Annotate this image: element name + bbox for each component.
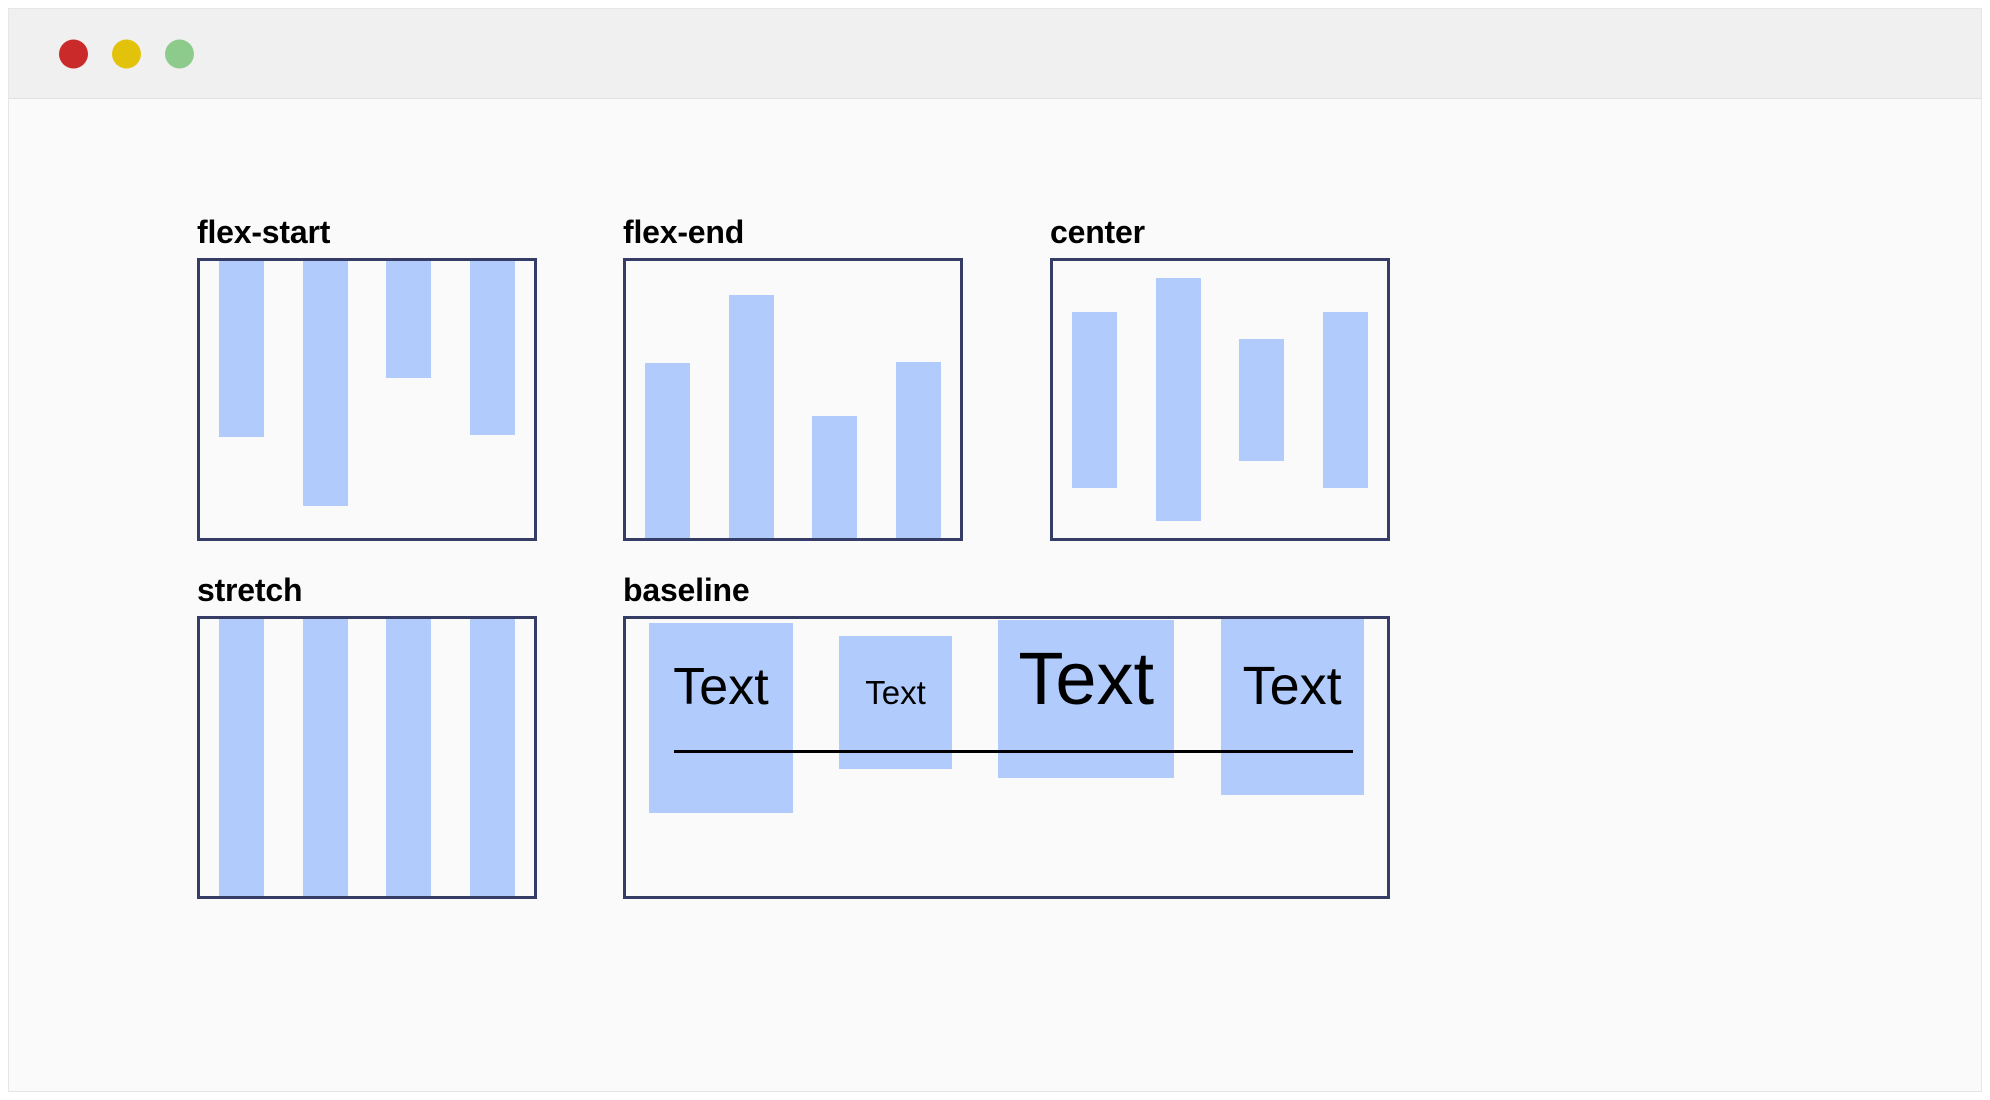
section-label-baseline: baseline — [623, 572, 750, 608]
flex-bar — [469, 619, 515, 896]
flex-bar — [219, 619, 265, 896]
window-titlebar — [9, 9, 1981, 99]
minimize-button[interactable] — [112, 39, 141, 68]
baseline-text-item: Text — [998, 620, 1175, 778]
section-label-flex-start: flex-start — [197, 214, 331, 250]
traffic-light-group — [59, 39, 194, 68]
flex-bar — [895, 362, 941, 538]
section-flex-end: flex-end — [623, 216, 963, 541]
section-label-center: center — [1050, 214, 1145, 250]
align-items-box-flex-end — [623, 258, 963, 541]
flex-bar — [812, 416, 858, 538]
align-items-box-stretch — [197, 616, 537, 899]
flex-bar — [1072, 311, 1118, 488]
close-button[interactable] — [59, 39, 88, 68]
section-label-stretch: stretch — [197, 572, 303, 608]
flex-bar — [386, 261, 432, 378]
flex-bar — [645, 363, 691, 538]
flex-bar — [302, 261, 348, 506]
flex-bar — [302, 619, 348, 896]
baseline-text-item: Text — [1220, 619, 1364, 795]
flex-bar — [219, 261, 265, 437]
flex-bar — [469, 261, 515, 435]
maximize-button[interactable] — [165, 39, 194, 68]
section-stretch: stretch — [197, 574, 537, 899]
section-label-flex-end: flex-end — [623, 214, 745, 250]
flex-bar — [1322, 311, 1368, 488]
align-items-box-flex-start — [197, 258, 537, 541]
section-flex-start: flex-start — [197, 216, 537, 541]
flex-bar — [728, 295, 774, 538]
align-items-box-baseline: Text Text Text Text — [623, 616, 1390, 899]
baseline-text-item: Text — [649, 623, 793, 813]
section-center: center — [1050, 216, 1390, 541]
flex-bar — [1155, 278, 1201, 521]
flex-bar — [386, 619, 432, 896]
align-items-box-center — [1050, 258, 1390, 541]
flex-bar — [1239, 338, 1285, 461]
baseline-text-item: Text — [839, 636, 952, 769]
